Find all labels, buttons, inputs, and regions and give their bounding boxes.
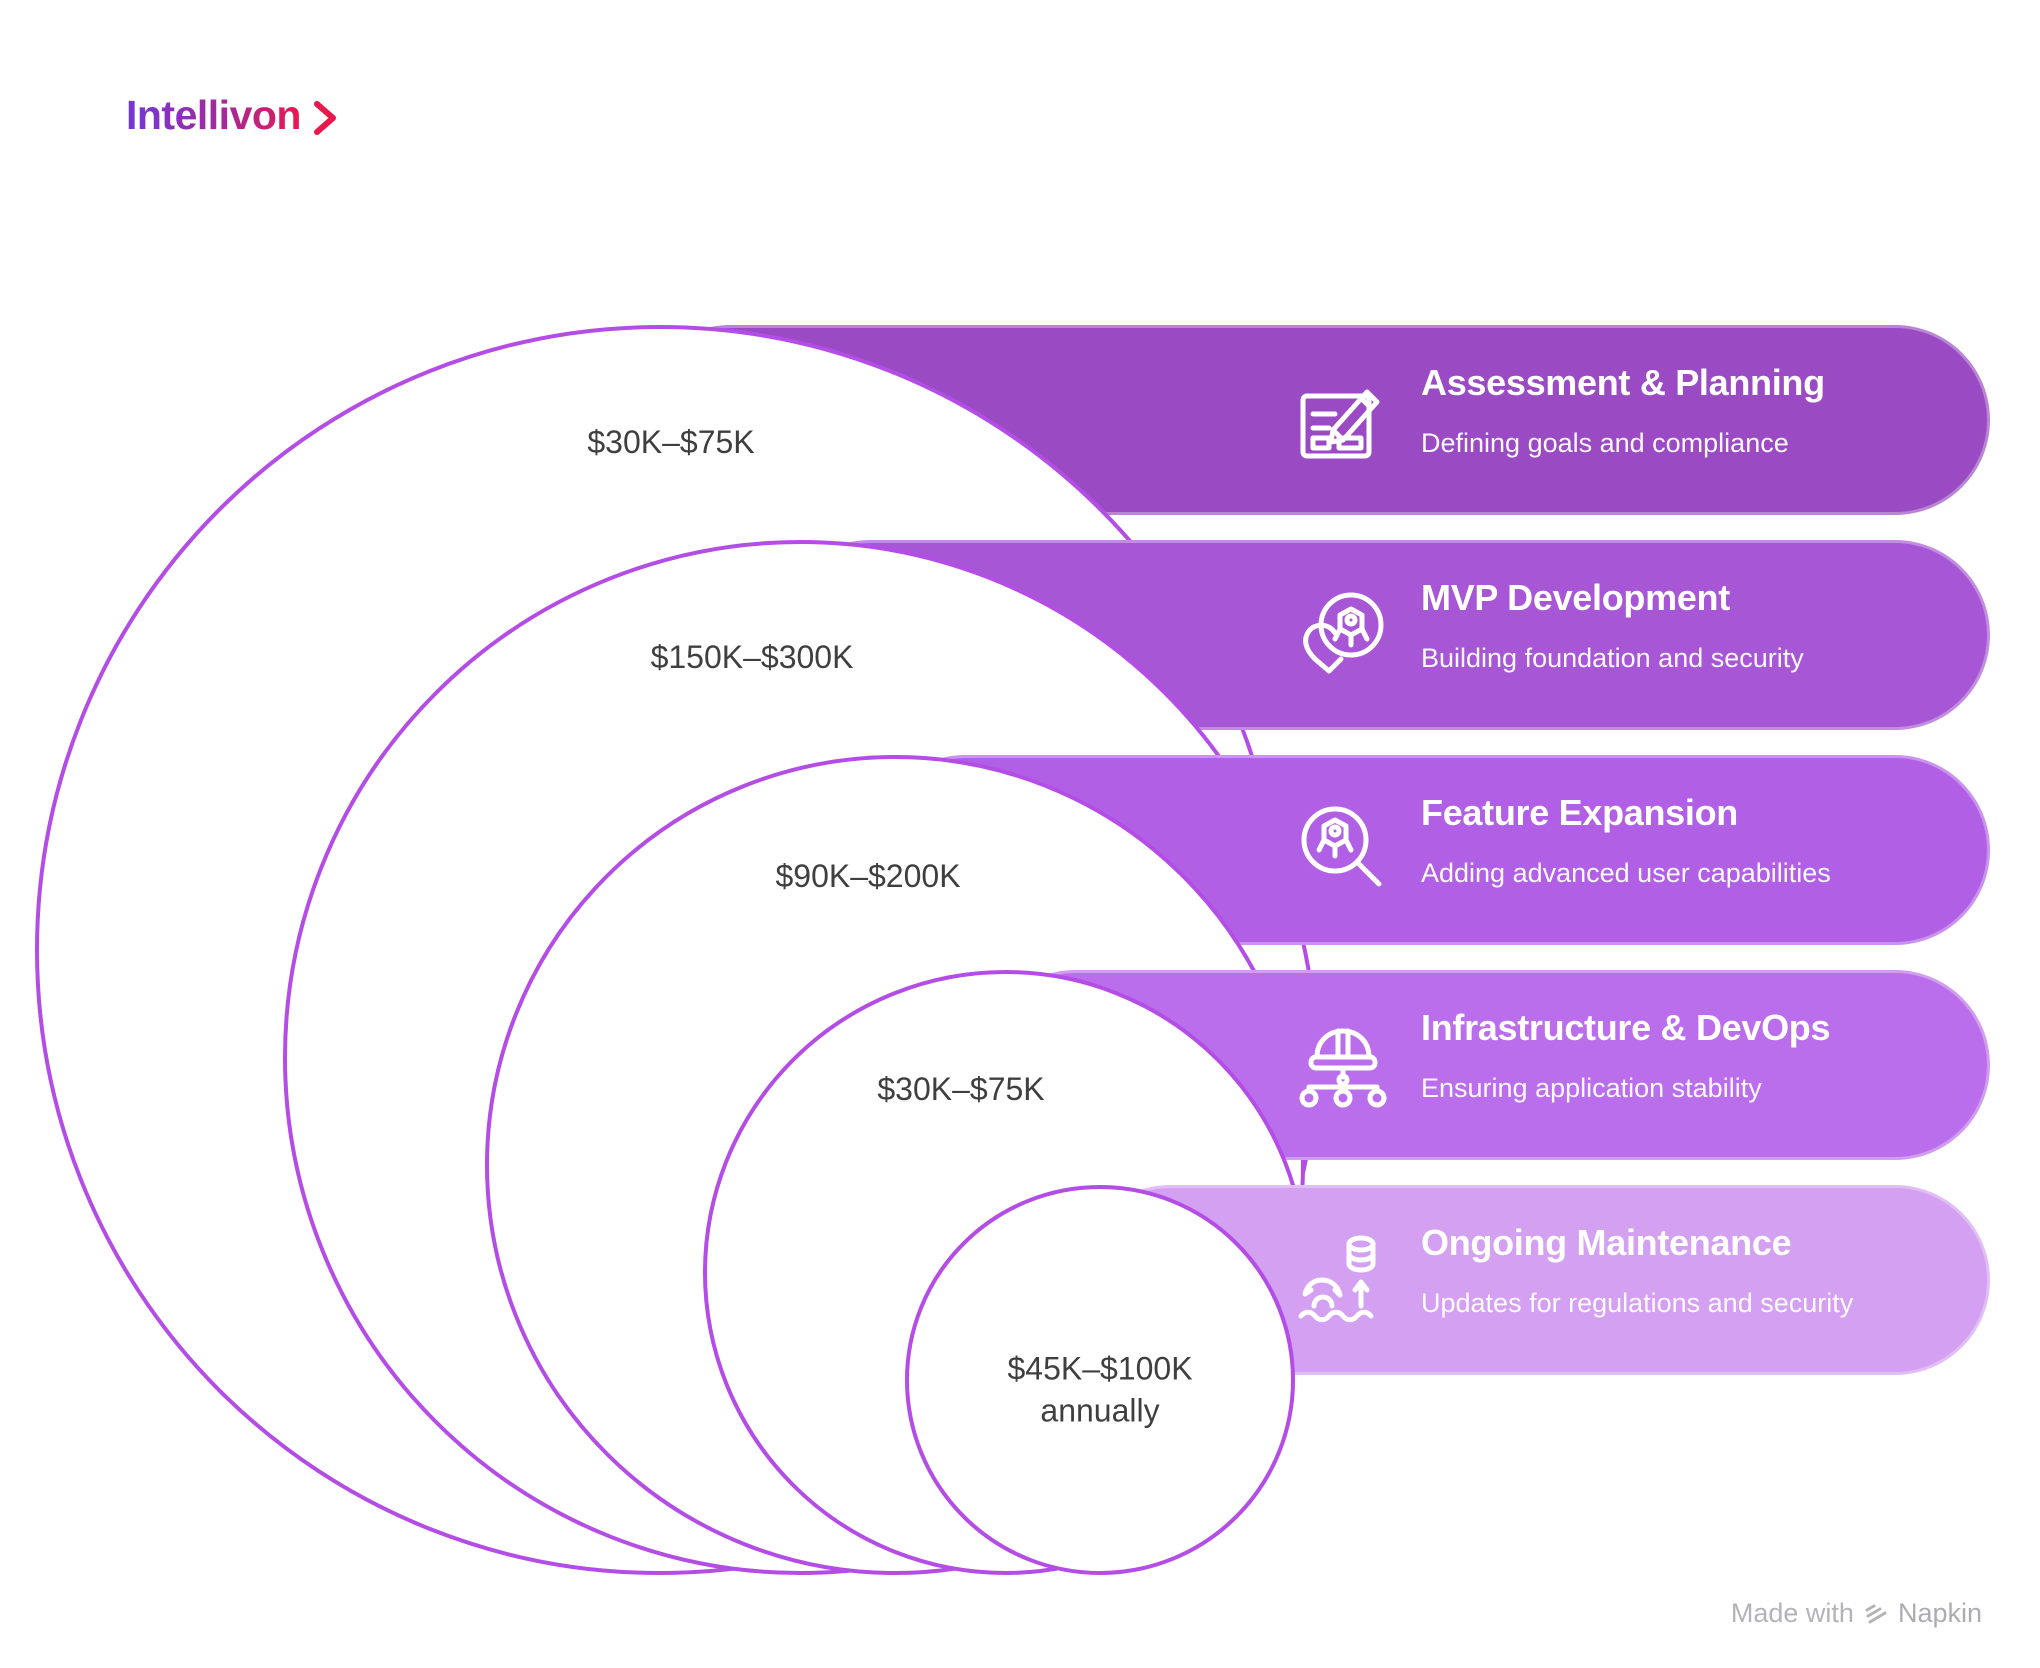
made-with-label: Made with xyxy=(1730,1598,1854,1628)
napkin-label: Napkin xyxy=(1897,1598,1982,1628)
cost-label-feature-expansion: $90K–$200K xyxy=(775,858,961,895)
made-with-napkin-badge: Made with Napkin xyxy=(1731,1598,1982,1629)
phase-title: Infrastructure & DevOps xyxy=(1421,1006,1831,1048)
phase-row-infrastructure-devops: Infrastructure & DevOps Ensuring applica… xyxy=(1295,970,1831,1160)
cost-label-infrastructure-devops: $30K–$75K xyxy=(877,1071,1045,1108)
document-pencil-icon xyxy=(1300,389,1380,459)
napkin-logo-icon xyxy=(1865,1604,1887,1623)
hardhat-network-icon xyxy=(1299,1028,1387,1108)
phase-subtitle: Defining goals and compliance xyxy=(1421,427,1789,458)
phase-subtitle: Building foundation and security xyxy=(1421,642,1804,673)
phase-subtitle: Updates for regulations and security xyxy=(1421,1287,1854,1318)
phase-title: Assessment & Planning xyxy=(1421,361,1825,403)
phase-row-feature-expansion: Feature Expansion Adding advanced user c… xyxy=(1295,755,1831,945)
phase-title: Ongoing Maintenance xyxy=(1421,1221,1792,1263)
phase-circle-ongoing-maintenance xyxy=(905,1185,1295,1575)
phase-title: MVP Development xyxy=(1421,576,1730,618)
brand-logo-text: Intellivon xyxy=(126,92,301,138)
chevron-right-icon xyxy=(313,100,336,135)
cost-label-mvp-development: $150K–$300K xyxy=(650,639,854,676)
database-gear-waves-icon xyxy=(1298,1235,1376,1323)
brand-logo: Intellivon xyxy=(126,92,341,139)
heart-robot-icon xyxy=(1303,592,1384,674)
cost-label-ongoing-maintenance: $45K–$100K annually xyxy=(1007,1350,1193,1428)
cost-label-assessment-planning: $30K–$75K xyxy=(587,424,755,461)
phase-subtitle: Adding advanced user capabilities xyxy=(1421,857,1831,888)
phase-row-assessment-planning: Assessment & Planning Defining goals and… xyxy=(1295,325,1825,515)
phase-title: Feature Expansion xyxy=(1421,791,1738,833)
phase-row-ongoing-maintenance: Ongoing Maintenance Updates for regulati… xyxy=(1295,1185,1853,1375)
phase-row-mvp-development: MVP Development Building foundation and … xyxy=(1295,540,1804,730)
phase-subtitle: Ensuring application stability xyxy=(1421,1072,1762,1103)
magnifier-robot-icon xyxy=(1301,806,1382,887)
